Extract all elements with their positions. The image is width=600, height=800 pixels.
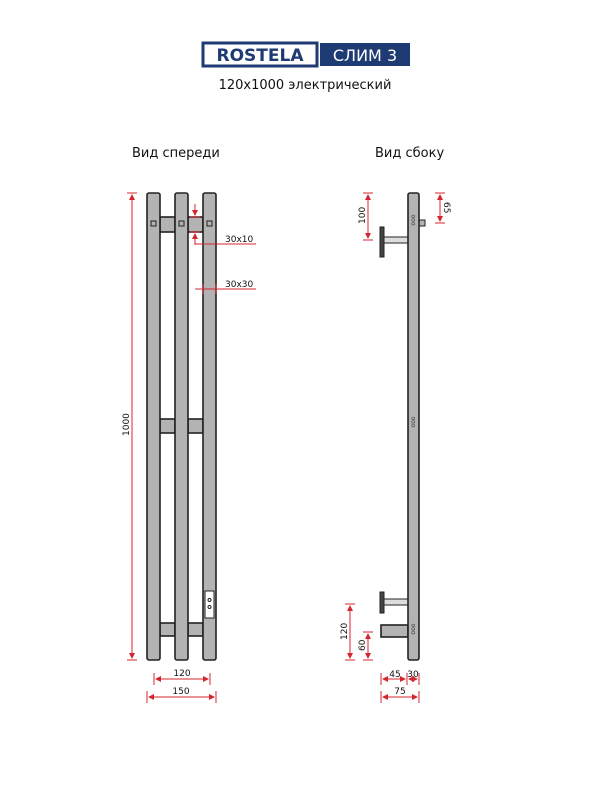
subtitle: 120x1000 электрический (219, 78, 392, 93)
mount-hole (150, 220, 157, 227)
connector-icon: ooo (410, 416, 417, 427)
front-dimensions: 1000 30x10 30x30 120 150 (122, 192, 256, 703)
vertical-bar (174, 192, 189, 661)
top-bracket-rod (383, 236, 409, 244)
dim-outer-width: 150 (172, 687, 189, 697)
side-view: ooo ooo ooo (379, 192, 426, 661)
front-view (146, 192, 217, 661)
knob (418, 219, 426, 227)
button-icon (207, 605, 212, 609)
mount-hole (178, 220, 185, 227)
mount-hole (206, 220, 213, 227)
dim-crossbar: 30x10 (225, 235, 254, 245)
crossbar (187, 622, 204, 637)
model-name: СЛИМ 3 (333, 46, 397, 65)
vertical-bar (146, 192, 161, 661)
dim-inner-width: 120 (173, 669, 190, 679)
dim-profile-depth: 30 (407, 670, 419, 680)
connector-icon: ooo (410, 623, 417, 634)
button-icon (207, 598, 212, 602)
brand-name: ROSTELA (217, 46, 305, 66)
dim-total-depth: 75 (394, 687, 405, 697)
dim-bottom-block: 60 (358, 639, 368, 651)
crossbar (159, 216, 176, 233)
crossbar (187, 418, 204, 434)
dim-knob: 65 (441, 202, 451, 213)
front-view-title: Вид спереди (132, 146, 220, 161)
dim-bracket-depth: 45 (389, 670, 400, 680)
dim-top-bracket: 100 (358, 207, 368, 224)
bottom-bracket-rod (383, 598, 409, 606)
dim-height: 1000 (122, 413, 132, 436)
crossbar (159, 418, 176, 434)
heater-control-box (204, 590, 215, 619)
vertical-bar (202, 192, 217, 661)
side-bar (407, 192, 420, 661)
dim-bottom-bracket: 120 (340, 623, 350, 640)
side-view-title: Вид сбоку (375, 146, 444, 161)
logo: ROSTELA СЛИМ 3 (201, 41, 410, 68)
dim-profile: 30x30 (225, 280, 254, 290)
bottom-bracket-disc (379, 591, 385, 614)
side-dimensions: 100 65 120 60 45 30 75 (340, 192, 451, 703)
connector-icon: ooo (410, 214, 417, 225)
crossbar (187, 216, 204, 233)
top-bracket-disc (379, 226, 385, 258)
bottom-block (380, 624, 409, 638)
crossbar (159, 622, 176, 637)
